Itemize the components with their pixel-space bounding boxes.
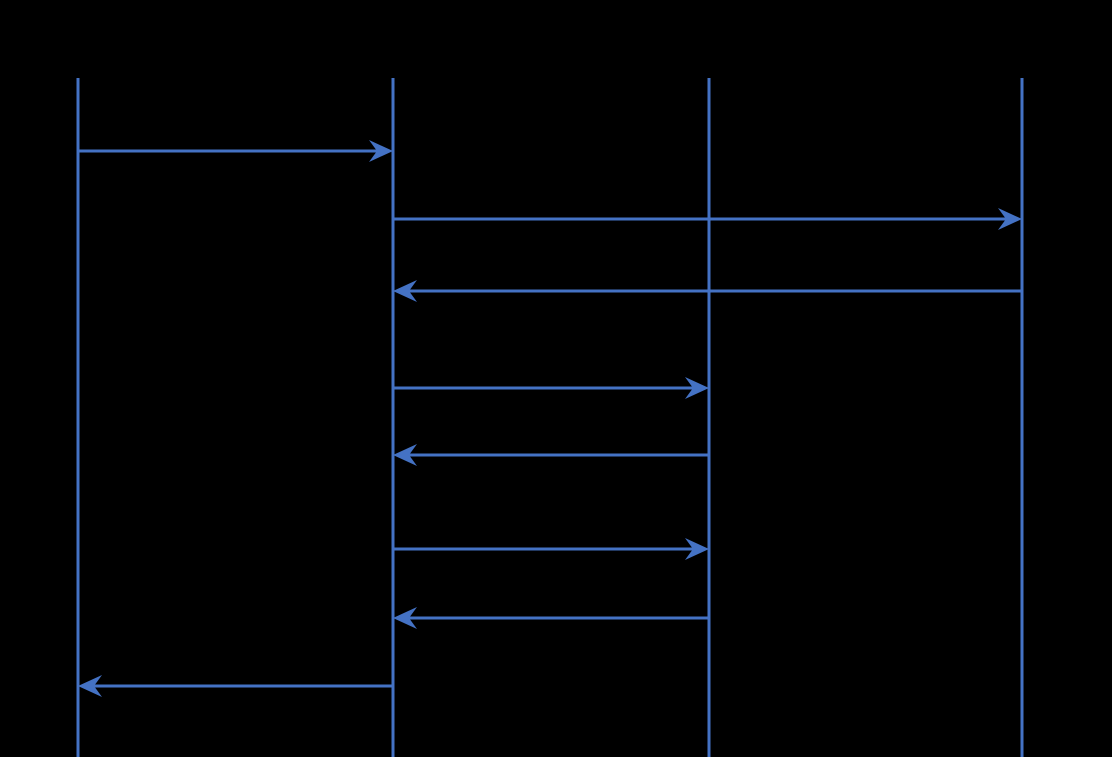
message-3-arrowhead-icon [393, 280, 417, 302]
message-1-arrowhead-icon [369, 140, 393, 162]
message-4-arrowhead-icon [685, 377, 709, 399]
message-5-arrowhead-icon [393, 444, 417, 466]
message-2-arrowhead-icon [998, 208, 1022, 230]
message-8-arrowhead-icon [78, 675, 102, 697]
message-6-arrowhead-icon [685, 538, 709, 560]
message-7-arrowhead-icon [393, 607, 417, 629]
